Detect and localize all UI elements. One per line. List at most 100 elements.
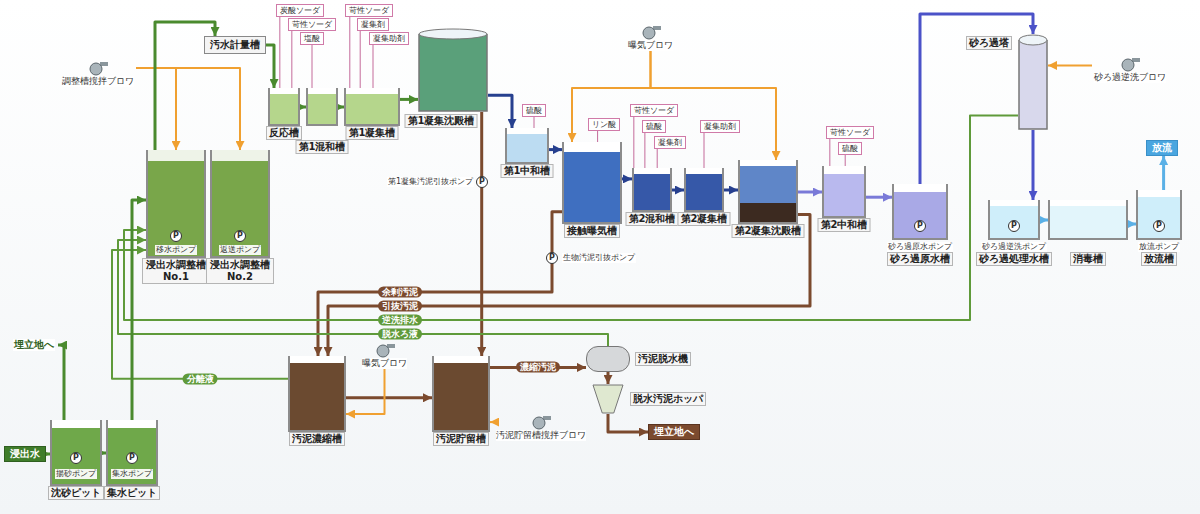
node-text: 苛性ソーダ: [830, 128, 870, 137]
pump-label: 移水ポンプ: [155, 245, 197, 255]
pipe-connector: [490, 421, 494, 423]
pipe-connector: [360, 31, 361, 88]
hopper-outline: [592, 384, 624, 414]
blower-icon: [1119, 56, 1141, 72]
pipe-connector: [724, 189, 738, 192]
destination-label: 埋立地へ: [13, 339, 55, 351]
blower-unit: 砂ろ過逆洗ブロワ: [1092, 56, 1168, 83]
pipe-connector: [704, 133, 705, 168]
pipe-label: 分離液: [183, 374, 218, 385]
process-tank: 第2中和槽: [822, 166, 866, 218]
tank-label: 沈砂ピット: [48, 486, 104, 500]
chemical-tag: 苛性ソーダ: [630, 104, 678, 117]
process-tank: 汚泥濃縮槽: [288, 356, 346, 432]
tank-label: 第1中和槽: [501, 164, 554, 178]
pump-symbol: P: [914, 220, 926, 232]
pipe-connector: [866, 196, 892, 199]
pipe-connector: [279, 17, 280, 88]
pump-label: 返送ポンプ: [219, 245, 261, 255]
tank-label: 第2混和槽: [626, 212, 679, 226]
tank-label: 集水ピット: [104, 486, 160, 500]
tank-label: 砂ろ過原水槽: [887, 252, 953, 266]
chemical-tag: 硫酸: [838, 142, 862, 155]
pipe-connector: [346, 369, 385, 414]
process-tank: 第2凝集沈殿槽: [738, 160, 798, 224]
node-text: 苛性ソーダ: [634, 106, 674, 115]
pipe-connector: [112, 250, 288, 379]
pipe-connector: [572, 51, 651, 142]
process-tank: 第2混和槽: [632, 168, 672, 212]
node-text: 硫酸: [646, 122, 662, 131]
tank-label: 第1凝集沈殿槽: [405, 114, 478, 128]
node-text: 汚泥貯留槽撹拌ブロワ: [496, 430, 586, 441]
hopper-body: [593, 385, 623, 413]
tank-label: 放流槽: [1141, 252, 1177, 266]
cylinder-top: [1019, 35, 1047, 45]
blower-icon: [640, 24, 662, 40]
node-text: 汚水計量槽: [210, 39, 260, 51]
node-text: 砂ろ過逆洗ブロワ: [1094, 72, 1166, 83]
pipe-connector: [644, 133, 645, 168]
node-text: 炭酸ソーダ: [280, 6, 320, 15]
tank-label: 消毒槽: [1070, 252, 1106, 266]
cylinder-outline: [1018, 34, 1048, 130]
chemical-tag: 凝集剤: [357, 18, 389, 31]
blower-casing: [90, 63, 102, 75]
pipe-connector: [346, 396, 432, 399]
pipe-connector: [633, 117, 634, 168]
cylinder-body: [419, 34, 487, 111]
node-text: 曝気ブロワ: [362, 358, 407, 369]
process-tank: 汚泥貯留槽: [432, 356, 490, 432]
pump-label: 放流ポンプ: [1138, 242, 1180, 252]
chemical-tag: 苛性ソーダ: [345, 4, 393, 17]
process-tank: 接触曝気槽: [562, 142, 622, 224]
node-text: 調整槽撹拌ブロワ: [62, 76, 134, 87]
node-text: 埋立地へ: [654, 426, 694, 438]
tank-label: 汚泥脱水機: [635, 352, 691, 366]
pump-symbol: P: [476, 176, 488, 188]
pipe-connector: [132, 200, 146, 420]
pump-label: 砂ろ過原水ポンプ: [887, 242, 953, 252]
pipe-connector: [373, 45, 374, 88]
pipe-connector: [488, 95, 512, 128]
blower-casing: [1122, 59, 1134, 71]
pipe-connector: [400, 98, 418, 101]
pump-symbol: P: [170, 230, 182, 242]
pipe-connector: [1162, 156, 1165, 190]
process-tank: 放流槽: [1136, 190, 1182, 240]
chemical-tag: 硫酸: [522, 104, 546, 117]
chemical-tag: 苛性ソーダ: [826, 126, 874, 139]
chemical-tag: 苛性ソーダ: [288, 18, 336, 31]
pipe-connector: [798, 191, 822, 194]
tank-label: 反応槽: [266, 126, 302, 140]
pipe-connector: [597, 131, 598, 142]
process-tank: 汚泥脱水機: [586, 346, 630, 372]
process-tank: 第2凝集槽: [684, 168, 724, 212]
pipe-label: 濃縮汚泥: [516, 362, 560, 373]
connector-group: [46, 14, 1164, 454]
pipe-connector: [534, 117, 535, 128]
tank-label: 汚泥濃縮槽: [289, 432, 345, 446]
pipe-connector: [549, 148, 562, 151]
pipe-connector: [312, 45, 313, 88]
tank-label: 第1凝集槽: [346, 126, 399, 140]
tank-label: 第2凝集槽: [678, 212, 731, 226]
process-box: 汚水計量槽: [204, 36, 266, 54]
pipe-label: 余剰汚泥: [378, 287, 422, 298]
tank-label: 脱水汚泥ホッパ: [630, 392, 706, 406]
pump-symbol: P: [126, 452, 138, 464]
blower-casing: [533, 417, 545, 429]
pipe-connector: [1128, 223, 1136, 226]
blower-icon: [530, 414, 552, 430]
chemical-tag: 浸出水: [4, 446, 46, 462]
chemical-tag: 放流: [1146, 140, 1178, 156]
tank-label: 浸出水調整槽 No.1: [142, 258, 210, 284]
pump-label: 揚砂ポンプ: [55, 469, 97, 479]
landfill-pipe: [58, 345, 64, 420]
tank-label: 接触曝気槽: [564, 224, 620, 238]
pipe-label: 引抜汚泥: [378, 301, 422, 312]
pipe-label: 逆洗排水: [378, 315, 422, 326]
pipe-connector: [124, 116, 1018, 320]
pipe-connector: [1040, 219, 1048, 222]
